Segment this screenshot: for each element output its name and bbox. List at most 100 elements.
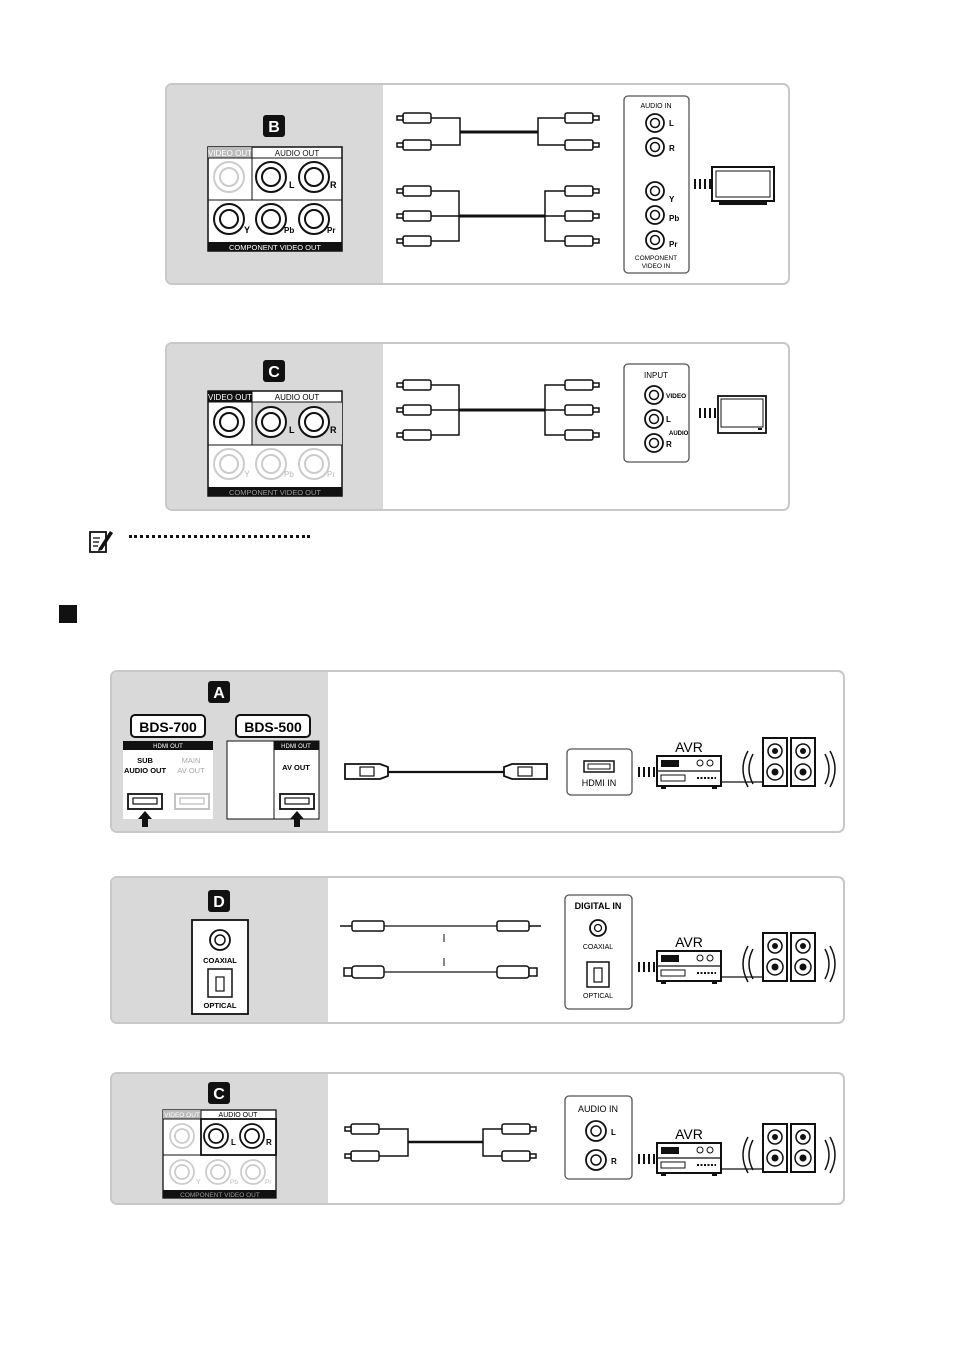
diagram-c-bottom: C VIDEO OUT AUDIO OUT L R Y Pb Pr COMPON…	[162, 1082, 836, 1199]
signal-icon	[638, 962, 655, 972]
arrow-up-icon	[290, 811, 304, 827]
note-icon	[88, 527, 118, 555]
badge-c	[208, 1082, 230, 1104]
coaxial-label: COAXIAL	[203, 956, 237, 965]
sub-label: SUB	[137, 756, 153, 765]
tv-r-label: R	[666, 440, 672, 449]
audio-r-jack	[239, 1123, 265, 1149]
label-r: R	[330, 425, 337, 435]
video-out-jack	[213, 406, 245, 438]
video-out-header	[208, 147, 252, 158]
section-bullet	[59, 605, 77, 623]
tv-input-label: INPUT	[644, 371, 668, 380]
label-r: R	[266, 1138, 272, 1147]
tv-icon	[711, 166, 775, 205]
diagram-d: D COAXIAL OPTICAL DIGITAL IN COAXIAL	[191, 890, 836, 1015]
model-bds700-label: BDS-700	[139, 719, 197, 735]
hdmi-in-label: HDMI IN	[582, 778, 617, 788]
coaxial-cable	[340, 920, 541, 932]
tv-video-label: VIDEO	[666, 393, 686, 400]
label-pb: Pb	[284, 470, 294, 479]
diagram-b: B VIDEO OUT AUDIO OUT L R Y Pb Pr COMPON…	[207, 95, 775, 274]
component-video-cable	[396, 185, 600, 247]
label-r: R	[330, 180, 337, 190]
speakers-icon	[742, 737, 836, 788]
main-av-out-label: AV OUT	[177, 766, 205, 775]
audio-out-label: AUDIO OUT	[219, 1112, 259, 1119]
component-video-out-label: COMPONENT VIDEO OUT	[229, 488, 321, 497]
avr-label: AVR	[675, 1126, 703, 1142]
tv-pb-label: Pb	[669, 214, 679, 223]
rca-audio-cable	[396, 112, 600, 151]
audio-l-jack	[255, 406, 287, 438]
audio-in-label: AUDIO IN	[578, 1104, 618, 1114]
label-pr: Pr	[327, 226, 335, 235]
label-pb: Pb	[230, 1179, 238, 1186]
audio-out-label: AUDIO OUT	[275, 393, 320, 402]
badge-a	[208, 681, 230, 703]
speakers-icon	[742, 932, 836, 983]
bds700-hdmi-out-label: HDMI OUT	[153, 744, 183, 750]
badge-c-label: C	[213, 1086, 225, 1103]
pb-jack	[255, 203, 287, 235]
note-divider	[129, 535, 310, 538]
receiver-l-label: L	[611, 1128, 616, 1137]
audio-r-jack	[298, 161, 330, 193]
model-bds500-label: BDS-500	[244, 719, 302, 735]
panel-a-hdmi: A BDS-700 BDS-500 HDMI OUT SUB AUDIO OUT…	[110, 670, 845, 833]
hdmi-in-port	[583, 760, 615, 773]
model-bds500	[235, 714, 311, 738]
video-out-label: VIDEO OUT	[164, 1112, 200, 1119]
tv-l-label: L	[666, 415, 671, 424]
audio-r-jack	[298, 406, 330, 438]
pr-jack	[298, 203, 330, 235]
component-video-out-label: COMPONENT VIDEO OUT	[229, 243, 321, 252]
video-out-label: VIDEO OUT	[208, 149, 252, 158]
badge-c-label: C	[268, 364, 280, 381]
rca-audio-cable	[344, 1123, 537, 1162]
label-y: Y	[244, 225, 250, 235]
optical-label: OPTICAL	[204, 1001, 237, 1010]
badge-c	[263, 360, 285, 382]
audio-l-jack	[255, 161, 287, 193]
tv-icon	[717, 395, 767, 434]
receiver-coaxial-jack	[589, 919, 607, 937]
component-video-out-label: COMPONENT VIDEO OUT	[180, 1192, 260, 1199]
sub-audio-out-label: AUDIO OUT	[124, 766, 167, 775]
rca-av-cable	[396, 379, 600, 441]
tv-audio-label: AUDIO	[669, 431, 689, 437]
signal-icon	[699, 408, 716, 418]
badge-d-label: D	[213, 894, 225, 911]
digital-in-label: DIGITAL IN	[575, 901, 622, 911]
tv-pr-label: Pr	[669, 240, 677, 249]
audio-out-label: AUDIO OUT	[275, 149, 320, 158]
receiver-optical-jack	[586, 961, 610, 988]
avr-receiver-icon	[656, 950, 722, 984]
badge-b-label: B	[268, 119, 280, 136]
badge-a-label: A	[213, 685, 225, 702]
label-y: Y	[244, 469, 250, 479]
signal-icon	[638, 767, 655, 777]
diagram-a: A BDS-700 BDS-500 HDMI OUT SUB AUDIO OUT…	[123, 681, 836, 827]
avr-receiver-icon	[656, 1142, 722, 1176]
avr-receiver-icon	[656, 755, 722, 789]
model-bds700	[130, 714, 206, 738]
diagram-c-top: C VIDEO OUT AUDIO OUT L R Y Pb Pr COMPON…	[207, 360, 767, 497]
y-jack	[213, 203, 245, 235]
label-pr: Pr	[265, 1179, 272, 1186]
optical-cable	[343, 965, 538, 979]
video-out-jack	[213, 161, 245, 193]
panel-d-digital: D COAXIAL OPTICAL DIGITAL IN COAXIAL	[110, 876, 845, 1024]
bds500-hdmi-out-label: HDMI OUT	[281, 744, 311, 750]
avr-label: AVR	[675, 739, 703, 755]
label-pr: Pr	[327, 470, 335, 479]
tv-video-in-label: VIDEO IN	[642, 263, 671, 270]
label-pb: Pb	[284, 226, 294, 235]
tv-y-label: Y	[669, 195, 675, 204]
tv-r-label: R	[669, 144, 675, 153]
receiver-coaxial-label: COAXIAL	[583, 944, 613, 951]
av-out-label: AV OUT	[282, 763, 310, 772]
main-label: MAIN	[182, 756, 201, 765]
label-l: L	[289, 180, 295, 190]
tv-l-label: L	[669, 119, 674, 128]
